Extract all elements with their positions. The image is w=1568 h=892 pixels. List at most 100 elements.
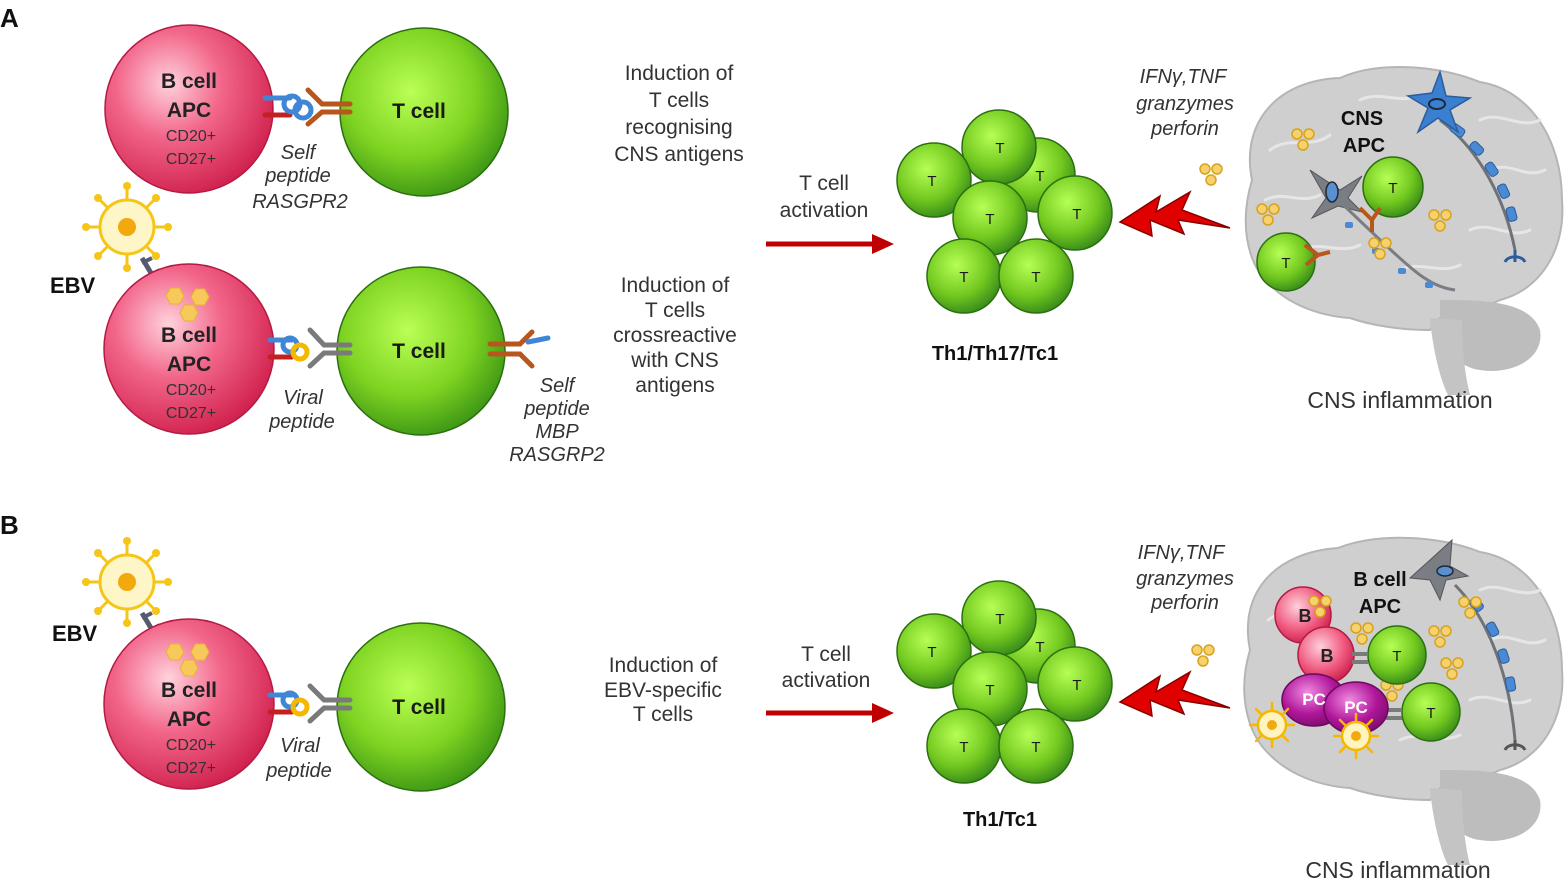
t-label: T	[927, 644, 936, 661]
marker-cd27: CD27+	[166, 760, 216, 777]
ebv-virus-icon	[1248, 701, 1296, 749]
viral-peptide-label-2: peptide	[268, 411, 335, 433]
plasma-cell-label: PC	[1302, 690, 1326, 709]
t-label: T	[1392, 648, 1401, 665]
t-label: T	[1035, 639, 1044, 656]
t-label: T	[995, 140, 1004, 157]
ebv-virus-icon	[80, 180, 174, 274]
t-label: T	[1072, 206, 1081, 223]
brain-b	[1243, 536, 1564, 865]
viral-peptide-label-1: Viral	[283, 387, 323, 409]
b-cell-label: B cell	[161, 324, 217, 347]
brain-b-label: B	[1299, 606, 1312, 626]
b-cell-label: B cell	[161, 679, 217, 702]
viral-peptide-label-2: peptide	[265, 760, 332, 782]
activation-label-a-1: T cell	[799, 172, 849, 195]
t-label: T	[1035, 168, 1044, 185]
cns-apc-icon	[1405, 69, 1473, 135]
plasma-cell-label: PC	[1344, 698, 1368, 717]
t-label: T	[1031, 739, 1040, 756]
lightning-bolt-icon	[1119, 191, 1231, 237]
viral-antigen-icon	[165, 643, 185, 661]
brain-t-cell	[1256, 232, 1316, 292]
ebv-label: EBV	[50, 273, 96, 298]
cytokines-b-1: IFNγ,TNF	[1138, 542, 1226, 564]
desc-a-top-4: CNS antigens	[614, 143, 744, 166]
marker-cd20: CD20+	[166, 737, 216, 754]
ebv-virus-icon	[80, 535, 174, 629]
viral-antigen-icon	[165, 287, 185, 305]
panel-label-a: A	[0, 3, 19, 33]
t-cell-label: T cell	[392, 340, 446, 363]
cns-apc-label-2: APC	[1343, 135, 1385, 157]
desc-b-2: EBV-specific	[604, 679, 722, 702]
self-peptide-label-3: RASGPR2	[252, 191, 348, 213]
brain-b-cell-apc-label-2: APC	[1359, 596, 1401, 618]
cytokines-b-3: perforin	[1150, 592, 1219, 614]
self-peptide-mbp-1: Self	[540, 375, 577, 397]
b-cell-label: B cell	[161, 70, 217, 93]
cytokines-a-3: perforin	[1150, 118, 1219, 140]
activation-arrow-b	[766, 703, 894, 723]
cns-inflammation-label-b: CNS inflammation	[1305, 857, 1490, 883]
t-label: T	[1031, 269, 1040, 286]
desc-b-1: Induction of	[609, 654, 718, 677]
ebv-virus-icon	[1332, 712, 1380, 760]
cns-apc-label-1: CNS	[1341, 108, 1383, 130]
activation-label-a-2: activation	[780, 199, 869, 222]
t-label: T	[1388, 180, 1397, 197]
t-subsets-label-a: Th1/Th17/Tc1	[932, 343, 1058, 365]
self-peptide-label-1: Self	[281, 142, 318, 164]
apc-label: APC	[167, 353, 211, 376]
marker-cd27: CD27+	[166, 405, 216, 422]
activation-label-b-2: activation	[782, 669, 871, 692]
brain-a	[1244, 66, 1564, 395]
t-label: T	[927, 173, 936, 190]
t-cell-label: T cell	[392, 696, 446, 719]
desc-a-top-2: T cells	[649, 89, 709, 112]
self-peptide-label-2: peptide	[264, 165, 331, 187]
self-peptide-mbp-4: RASGRP2	[509, 444, 605, 466]
mhc-tcr-viral-complex	[267, 327, 353, 369]
cytokines-b-2: granzymes	[1136, 568, 1234, 590]
brain-b-label: B	[1321, 646, 1334, 666]
b-cell-apc-bottom	[103, 263, 275, 435]
marker-cd20: CD20+	[166, 382, 216, 399]
cytokines-a-2: granzymes	[1136, 93, 1234, 115]
crossreactive-tcr-icon	[487, 329, 551, 369]
self-peptide-mbp-2: peptide	[523, 398, 590, 420]
t-label: T	[985, 682, 994, 699]
mhc-tcr-viral-complex	[267, 683, 353, 724]
marker-cd20: CD20+	[166, 128, 216, 145]
cytokines-a-1: IFNγ,TNF	[1140, 66, 1228, 88]
mhc-tcr-complex-top	[262, 87, 353, 127]
t-label: T	[985, 211, 994, 228]
self-peptide-mbp-3: MBP	[535, 421, 579, 443]
desc-a-top-1: Induction of	[625, 62, 734, 85]
ebv-label: EBV	[52, 621, 98, 646]
b-cell-apc-top	[104, 24, 274, 194]
t-subsets-label-b: Th1/Tc1	[963, 809, 1037, 831]
lightning-bolt-icon	[1119, 671, 1231, 717]
b-cell-apc	[103, 618, 275, 790]
apc-label: APC	[167, 99, 211, 122]
cns-inflammation-label-a: CNS inflammation	[1307, 387, 1492, 413]
activation-arrow-a	[766, 234, 894, 254]
marker-cd27: CD27+	[166, 151, 216, 168]
apc-label: APC	[167, 708, 211, 731]
viral-peptide-label-1: Viral	[280, 735, 320, 757]
t-label: T	[995, 611, 1004, 628]
panel-label-b: B	[0, 510, 19, 540]
desc-b-3: T cells	[633, 703, 693, 726]
activation-label-b-1: T cell	[801, 643, 851, 666]
t-label: T	[1281, 255, 1290, 272]
t-cell-label: T cell	[392, 100, 446, 123]
desc-a-bottom-3: crossreactive	[613, 324, 737, 347]
brain-t-cell	[1362, 156, 1424, 218]
t-label: T	[1072, 677, 1081, 694]
t-label: T	[959, 739, 968, 756]
desc-a-bottom-2: T cells	[645, 299, 705, 322]
cytokine-dots-icon	[1191, 644, 1215, 667]
